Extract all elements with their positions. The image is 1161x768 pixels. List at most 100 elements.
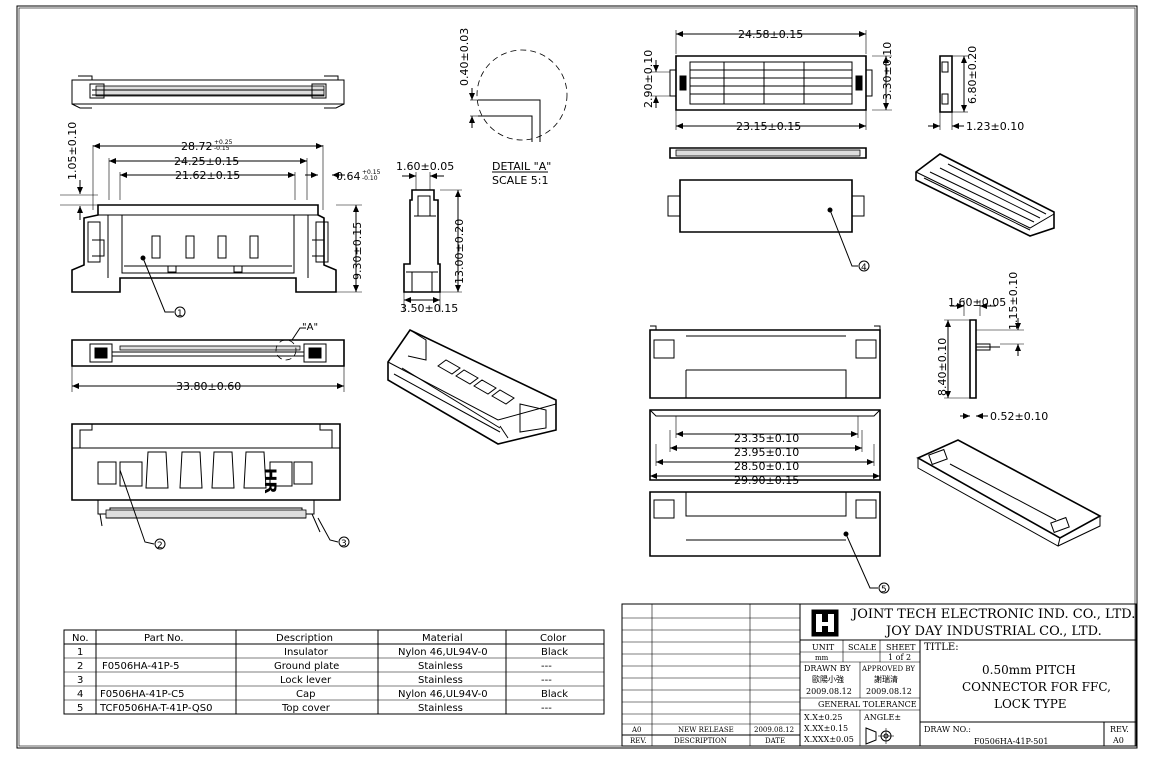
- bom-row-material: Stainless: [418, 661, 463, 672]
- bom-row-color: Black: [541, 647, 568, 658]
- dim-1-15: 1.15±0.10: [1007, 272, 1020, 330]
- dim-24-25: 24.25±0.15: [174, 155, 239, 168]
- dim-3-30: 3.30±0.10: [881, 42, 894, 100]
- dim-21-62: 21.62±0.15: [175, 169, 240, 182]
- approved-date: 2009.08.12: [866, 687, 912, 696]
- dim-28-72-tol-up: +0.25: [214, 139, 233, 146]
- bom-row-material: Nylon 46,UL94V-0: [398, 647, 488, 658]
- sheet-label: SHEET: [886, 643, 916, 652]
- desc-col-header: DESCRIPTION: [674, 737, 727, 745]
- dim-28-72-tol-dn: -0.15: [214, 145, 230, 152]
- angle-label: ANGLE±: [863, 713, 901, 722]
- bom-row-desc: Top cover: [281, 703, 331, 714]
- balloon-5: 5: [881, 585, 887, 595]
- draw-no: F0506HA-41P-501: [974, 737, 1048, 746]
- tolerance-1: X.X±0.25: [804, 713, 842, 722]
- title-line-2: CONNECTOR FOR FFC,: [962, 680, 1111, 694]
- bom-row-color: ---: [541, 675, 552, 686]
- sheet-value: 1 of 2: [888, 653, 911, 662]
- top-cover-side: [944, 300, 1024, 419]
- drawn-by-label: DRAWN BY: [804, 664, 851, 673]
- top-cover-iso: [916, 439, 1102, 547]
- dim-0-64: 0.64: [336, 170, 361, 183]
- drawn-by-name: 歐陽小強: [812, 674, 844, 684]
- tolerance-3: X.XXX±0.05: [804, 735, 854, 744]
- bom-row-desc: Lock lever: [280, 675, 332, 686]
- dim-23-15: 23.15±0.15: [736, 120, 801, 133]
- general-tolerance-label: GENERAL TOLERANCE: [818, 700, 917, 709]
- rev-entry-desc: NEW RELEASE: [678, 726, 734, 734]
- dim-23-35: 23.35±0.10: [734, 432, 799, 445]
- bom-row-no: 3: [77, 675, 83, 686]
- dim-8-40: 8.40±0.10: [936, 338, 949, 396]
- bom-row-color: Black: [541, 689, 568, 700]
- rev-label: REV.: [1110, 725, 1129, 734]
- dim-0-52: 0.52±0.10: [990, 410, 1048, 423]
- sheet-border-inner: [18, 7, 1136, 747]
- company-name-2: JOY DAY INDUSTRIAL CO., LTD.: [884, 624, 1102, 639]
- detail-a-ref: "A": [302, 322, 318, 333]
- rev-value: A0: [1112, 736, 1124, 745]
- dim-28-72: 28.72: [181, 140, 213, 153]
- title-label: TITLE:: [924, 642, 959, 653]
- front-view: [60, 143, 362, 318]
- bom-row-part: F0506HA-41P-5: [102, 661, 179, 672]
- dim-1-05: 1.05±0.10: [66, 122, 79, 180]
- iso-connector-left: [387, 328, 557, 445]
- dim-1-60-tc: 1.60±0.05: [948, 296, 1006, 309]
- bom-header-material: Material: [422, 633, 463, 644]
- bom-row-desc: Insulator: [284, 647, 329, 658]
- bom-table: [63, 629, 605, 715]
- bom-row-part: F0506HA-41P-C5: [100, 689, 184, 700]
- dim-0-64-tol-up: +0.15: [362, 169, 381, 176]
- unit-label: UNIT: [812, 643, 835, 652]
- top-cover-view-3: [649, 491, 890, 594]
- cap-side-view: [928, 55, 968, 130]
- bom-header-desc: Description: [276, 633, 333, 644]
- cap-iso: [915, 153, 1055, 237]
- dim-0-64-tol-dn: -0.10: [362, 175, 378, 182]
- bom-row-no: 1: [77, 647, 83, 658]
- side-view: [402, 172, 462, 312]
- bottom-view: [71, 327, 345, 392]
- approved-by-name: 謝瑞清: [874, 674, 898, 684]
- rev-col-header: REV.: [630, 737, 646, 745]
- tolerance-2: X.XX±0.15: [804, 724, 848, 733]
- approved-by-label: APPROVED BY: [861, 665, 915, 673]
- dim-1-23: 1.23±0.10: [966, 120, 1024, 133]
- insulator-view: [71, 423, 350, 550]
- detail-a-scale: SCALE 5:1: [492, 174, 548, 187]
- title-line-1: 0.50mm PITCH: [982, 663, 1076, 677]
- bom-row-desc: Cap: [296, 689, 315, 700]
- bom-row-no: 5: [77, 703, 83, 714]
- date-col-header: DATE: [765, 737, 785, 745]
- dim-3-50: 3.50±0.15: [400, 302, 458, 315]
- bom-row-desc: Ground plate: [274, 661, 339, 672]
- dim-33-80: 33.80±0.60: [176, 380, 241, 393]
- dim-2-90: 2.90±0.10: [642, 50, 655, 108]
- bom-row-color: ---: [541, 703, 552, 714]
- unit-value: mm: [815, 654, 829, 662]
- bom-header-part: Part No.: [144, 633, 184, 644]
- bom-row-material: Nylon 46,UL94V-0: [398, 689, 488, 700]
- top-cover-view-2: [649, 409, 881, 481]
- balloon-2: 2: [157, 541, 163, 551]
- dim-24-58: 24.58±0.15: [738, 28, 803, 41]
- bom-header-no: No.: [72, 633, 89, 644]
- bom-row-part: TCF0506HA-T-41P-QS0: [99, 703, 212, 714]
- bom-row-color: ---: [541, 661, 552, 672]
- top-thin-view: [71, 75, 345, 109]
- top-cover-view-1: [649, 325, 881, 399]
- cap-top-view: [650, 30, 892, 130]
- rev-entry-date: 2009.08.12: [754, 726, 794, 734]
- balloon-1: 1: [177, 309, 183, 319]
- dim-13-00: 13.00±0.20: [453, 219, 466, 284]
- detail-a: [469, 49, 568, 173]
- detail-a-title: DETAIL "A": [492, 160, 551, 173]
- bom-header-color: Color: [540, 633, 567, 644]
- bom-row-material: Stainless: [418, 675, 463, 686]
- dim-1-60-side: 1.60±0.05: [396, 160, 454, 173]
- hr-mark: HR: [261, 468, 280, 494]
- dim-9-30: 9.30±0.15: [351, 222, 364, 280]
